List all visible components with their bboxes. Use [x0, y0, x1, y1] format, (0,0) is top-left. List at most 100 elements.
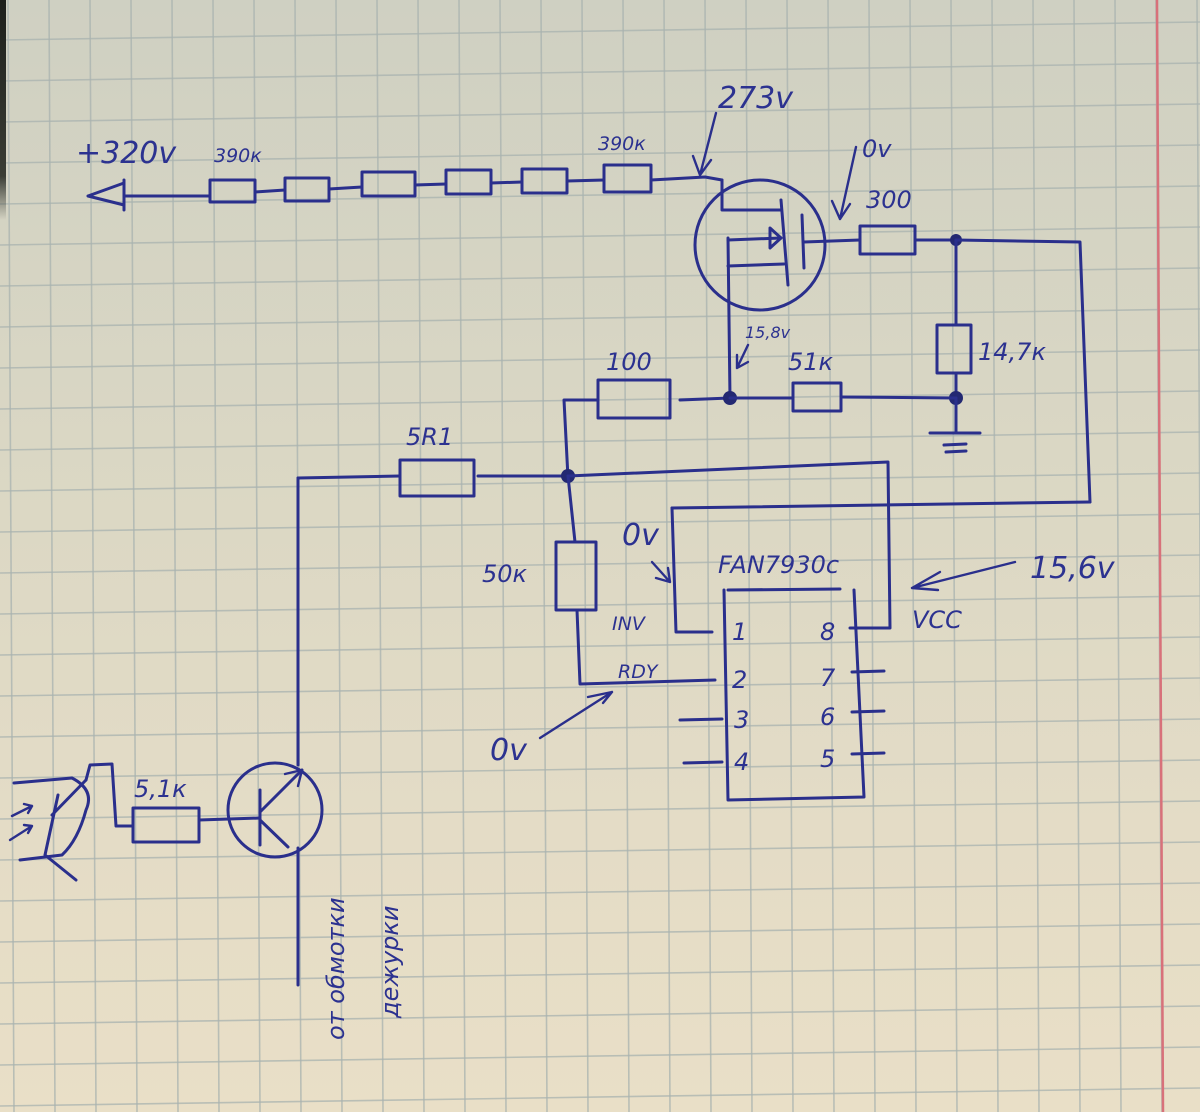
- resistor-chain-r2: [283, 176, 331, 203]
- resistor-300-label: 300: [866, 186, 912, 214]
- opto-input: 5,1к: [8, 762, 262, 882]
- grid-line-horizontal: [0, 554, 1200, 574]
- grid-line-horizontal: [0, 923, 1200, 943]
- grid-line-vertical: [376, 0, 384, 1112]
- resistor-5-1k: [131, 806, 201, 844]
- resistor-5r1-label: 5R1: [406, 423, 453, 451]
- mosfet: 273v 0v 15,8v: [691, 81, 892, 400]
- grid-line-horizontal: [0, 964, 1200, 984]
- gate-arrow-icon: [830, 145, 858, 221]
- grid-line-horizontal: [0, 21, 1200, 41]
- resistor-chain-r6: [602, 163, 653, 194]
- resistor-51k-label: 51к: [788, 348, 834, 376]
- supply-voltage-label: +320v: [76, 136, 177, 171]
- winding-note-line1: от обмотки: [322, 897, 350, 1040]
- resistor-chain-last-label: 390к: [598, 133, 646, 155]
- ic-pin-4: 4: [734, 748, 749, 776]
- source-arrow-icon: [735, 343, 750, 370]
- phototransistor-leads: [43, 778, 88, 882]
- wire: [839, 395, 958, 400]
- feedback-network: 50к: [482, 540, 717, 686]
- grid-line-vertical: [458, 0, 466, 1112]
- grid-line-vertical: [499, 0, 507, 1112]
- ic-top-edge: [726, 587, 842, 592]
- ground-icon: [928, 431, 982, 454]
- grid-line-horizontal: [0, 185, 1200, 205]
- grid-line-vertical: [89, 0, 97, 1112]
- supply-arrow-icon: [86, 178, 126, 212]
- npn-transistor: [226, 761, 324, 987]
- grid-line-horizontal: [0, 267, 1200, 287]
- wire: [296, 474, 402, 480]
- ic-pin1-name: INV: [612, 613, 647, 635]
- margin-line: [1155, 0, 1165, 1112]
- ic-pin-6: 6: [820, 703, 835, 731]
- mosfet-drain: [720, 178, 783, 212]
- supply-terminal: +320v: [76, 136, 212, 212]
- grid-line-horizontal: [0, 841, 1200, 861]
- light-arrows-icon: [8, 802, 34, 842]
- resistor-chain: 390к 390к: [208, 133, 724, 207]
- ic-pin-5: 5: [820, 745, 835, 773]
- grid-line-horizontal: [0, 103, 1200, 123]
- winding-note-line2: дежурки: [376, 905, 404, 1019]
- resistor-chain-r4: [444, 168, 493, 196]
- wire: [562, 398, 600, 480]
- wire: [566, 474, 577, 544]
- mosfet-arrow-icon: [768, 226, 783, 250]
- grid-line-vertical: [335, 0, 343, 1112]
- grid-line-vertical: [130, 0, 138, 1112]
- ic-pin2-name: RDY: [618, 661, 659, 683]
- grid-line-horizontal: [0, 308, 1200, 328]
- grid-line-horizontal: [0, 1046, 1200, 1066]
- grid-line-horizontal: [0, 595, 1200, 615]
- grid-line-vertical: [909, 0, 917, 1112]
- grid-line-horizontal: [0, 759, 1200, 779]
- transistor-collector-lead: [258, 768, 304, 814]
- grid-line-horizontal: [0, 636, 1200, 656]
- wire: [670, 500, 1092, 510]
- ic-pin8-name: VCC: [912, 606, 962, 634]
- resistor-100: [596, 378, 672, 420]
- grid-line-vertical: [950, 0, 958, 1112]
- transistor-arrow-icon: [283, 768, 304, 788]
- grid-line-horizontal: [0, 62, 1200, 82]
- wire: [678, 396, 732, 402]
- mosfet-source-lines: [726, 236, 786, 268]
- vcc-node-wire: [566, 460, 892, 630]
- wire: [253, 188, 287, 194]
- drain-voltage-label: 273v: [718, 81, 794, 116]
- resistor-50k-label: 50к: [482, 560, 528, 588]
- grid-line-vertical: [540, 0, 548, 1112]
- ic-pin-2: 2: [732, 666, 747, 694]
- wire: [84, 762, 134, 828]
- rdy-arrow-icon: [538, 690, 614, 740]
- wire: [489, 180, 524, 185]
- resistor-chain-r5: [520, 167, 569, 195]
- grid-line-vertical: [663, 0, 671, 1112]
- ic-pin-3: 3: [734, 706, 749, 734]
- ic-pin-8: 8: [820, 618, 835, 646]
- grid-line-vertical: [827, 0, 835, 1112]
- grid-line-vertical: [581, 0, 589, 1112]
- inv-arrow-icon: [650, 560, 672, 584]
- grid-line-horizontal: [0, 882, 1200, 902]
- ic-body: [722, 588, 866, 802]
- rdy-voltage-label: 0v: [490, 733, 528, 768]
- resistor-51k: [791, 381, 843, 413]
- ic-pin6-lead: [850, 709, 886, 714]
- base-feed: 5R1: [296, 423, 1092, 767]
- ic-fan7930: FAN7930c 1 2 3 4 8 7 6 5 INV RDY VCC 0v …: [490, 518, 1116, 802]
- grid-line-horizontal: [0, 718, 1200, 738]
- resistor-5r1: [398, 458, 476, 498]
- source-wire: [726, 236, 732, 400]
- grid-line-horizontal: [0, 226, 1200, 246]
- ic-pin7-lead: [850, 669, 886, 674]
- resistor-14-7k-label: 14,7к: [978, 338, 1046, 366]
- grid-line-vertical: [212, 0, 220, 1112]
- vcc-wire: [954, 238, 1092, 504]
- grid-line-horizontal: [0, 349, 1200, 369]
